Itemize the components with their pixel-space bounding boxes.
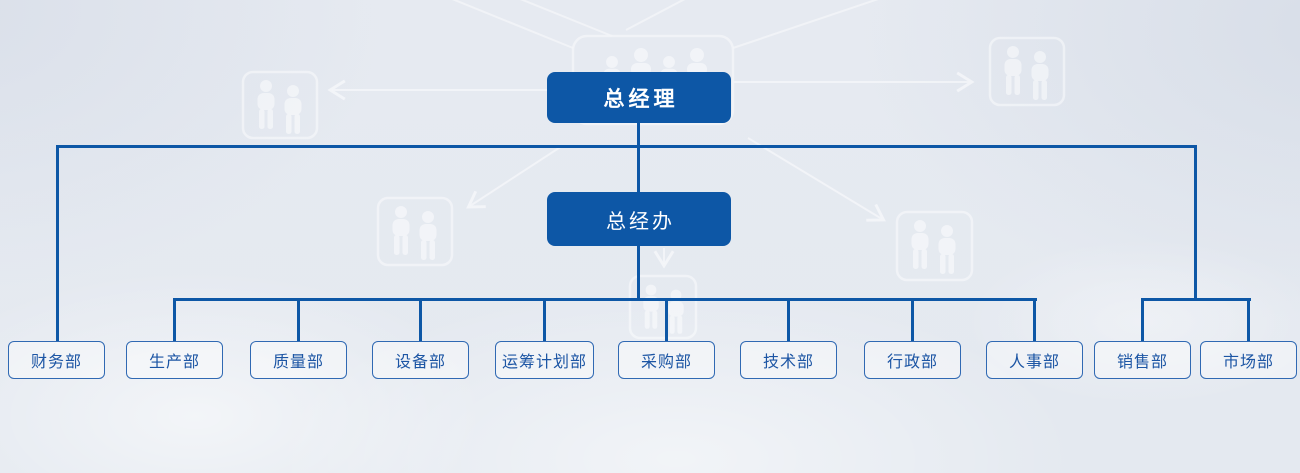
department-node-finance: 财务部 [8,341,105,379]
department-label: 财务部 [30,354,82,371]
department-label: 运筹计划部 [501,354,587,371]
connector-bus-horizontal [173,298,1037,301]
two-people-icon-mid-right [895,210,974,282]
department-node-marketing: 市场部 [1200,341,1297,379]
two-people-icon-upper-right [988,36,1066,107]
connector-drop [419,298,422,341]
department-label: 生产部 [148,354,200,371]
department-node-hr: 人事部 [986,341,1083,379]
connector-left-drop [56,145,59,341]
department-node-quality: 质量部 [250,341,347,379]
two-people-icon-upper-left [241,70,319,140]
node-label: 总经办 [606,210,675,233]
connector-drop [787,298,790,341]
department-node-equipment: 设备部 [372,341,469,379]
department-node-sales: 销售部 [1094,341,1191,379]
department-label: 销售部 [1116,354,1168,371]
department-label: 市场部 [1222,354,1274,371]
arrow-down-right-icon [747,137,886,222]
connector-right-branch-horizontal [1141,298,1251,301]
department-label: 技术部 [762,354,814,371]
department-node-production: 生产部 [126,341,223,379]
department-node-technology: 技术部 [740,341,837,379]
department-node-administration: 行政部 [864,341,961,379]
connector-drop [297,298,300,341]
node-general-manager: 总经理 [547,72,731,123]
department-label: 质量部 [272,354,324,371]
connector-office-to-bus [637,246,640,301]
two-people-icon-mid-left [376,196,454,267]
connector-drop [543,298,546,341]
department-label: 人事部 [1008,354,1060,371]
connector-drop [173,298,176,341]
radiating-lines [451,0,879,49]
connector-right-drop [1194,145,1197,301]
connector-drop [665,298,668,341]
department-label: 设备部 [394,354,446,371]
connector-drop [1141,298,1144,341]
connector-root-to-office [637,123,640,192]
department-node-operations-planning: 运筹计划部 [495,341,594,379]
node-general-office: 总经办 [547,192,731,246]
node-label: 总经理 [603,87,679,111]
connector-drop [1033,298,1036,341]
connector-top-horizontal [56,145,1197,148]
department-node-procurement: 采购部 [618,341,715,379]
department-label: 行政部 [886,354,938,371]
connector-drop [1247,298,1250,341]
department-label: 采购部 [640,354,692,371]
connector-drop [911,298,914,341]
